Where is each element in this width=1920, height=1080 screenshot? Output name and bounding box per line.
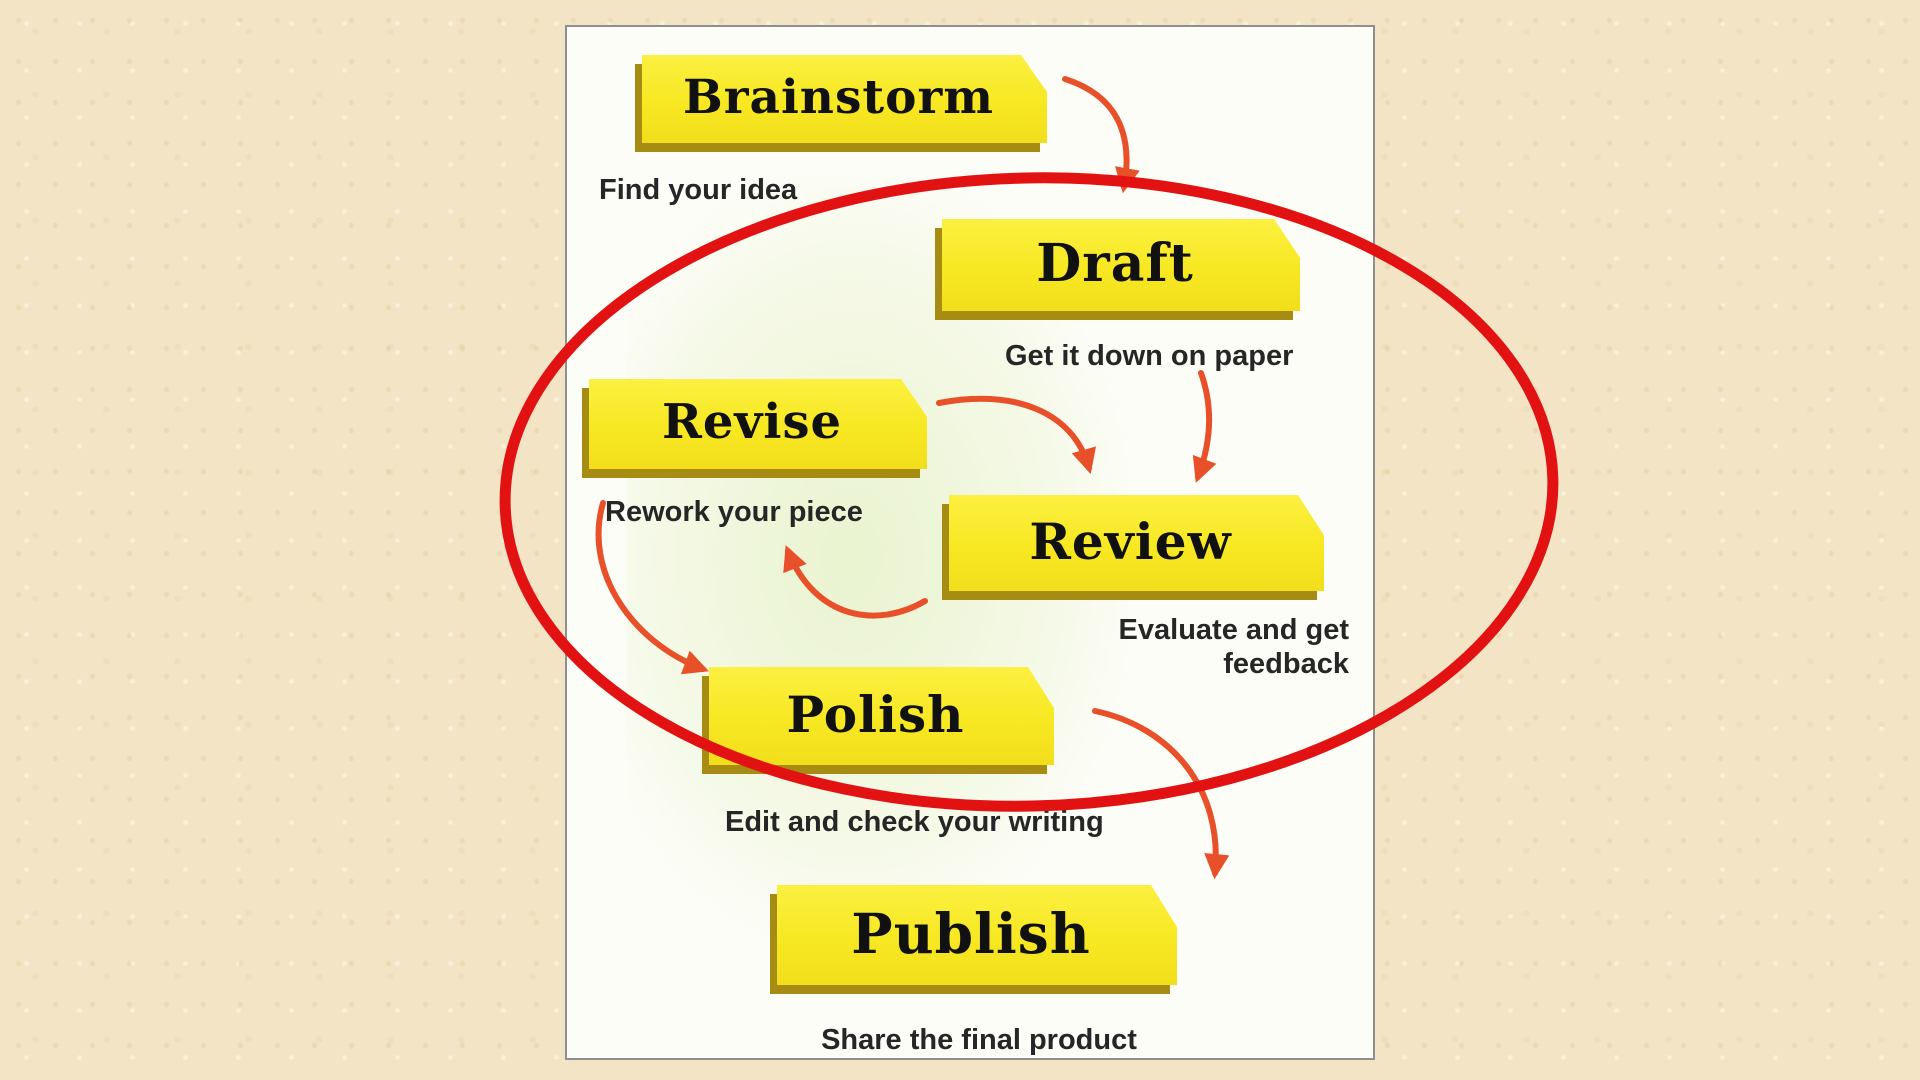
step-banner-publish: Publish (777, 885, 1177, 985)
caption-publish: Share the final product (821, 1024, 1137, 1056)
step-label-draft: Draft (1036, 232, 1194, 294)
arrow-polish-to-publish (1092, 708, 1230, 880)
caption-revise: Rework your piece (605, 496, 863, 528)
step-banner-draft: Draft (942, 219, 1300, 311)
banner-face: Polish (709, 667, 1054, 765)
banner-face: Revise (589, 379, 927, 469)
caption-brainstorm: Find your idea (599, 174, 798, 206)
step-banner-revise: Revise (589, 379, 927, 469)
arrow-draft-to-review (1192, 370, 1217, 483)
step-banner-review: Review (949, 495, 1324, 591)
arrow-brainstorm-to-draft (1062, 76, 1140, 194)
step-label-review: Review (1029, 511, 1232, 571)
banner-face: Review (949, 495, 1324, 591)
step-label-revise: Revise (661, 394, 843, 450)
arrow-revise-to-review (936, 395, 1097, 475)
step-label-polish: Polish (786, 684, 965, 744)
banner-face: Brainstorm (642, 55, 1047, 143)
step-label-publish: Publish (851, 900, 1091, 966)
caption-polish: Edit and check your writing (725, 806, 1104, 838)
caption-draft: Get it down on paper (1005, 340, 1294, 372)
caption-review: Evaluate and get feedback (1118, 614, 1349, 681)
diagram-panel: Brainstorm Find your idea Draft Get it d… (565, 25, 1375, 1060)
step-banner-polish: Polish (709, 667, 1054, 765)
banner-face: Publish (777, 885, 1177, 985)
banner-face: Draft (942, 219, 1300, 311)
step-banner-brainstorm: Brainstorm (642, 55, 1047, 143)
step-label-brainstorm: Brainstorm (683, 69, 994, 125)
arrow-review-back-to-revise (783, 545, 928, 619)
